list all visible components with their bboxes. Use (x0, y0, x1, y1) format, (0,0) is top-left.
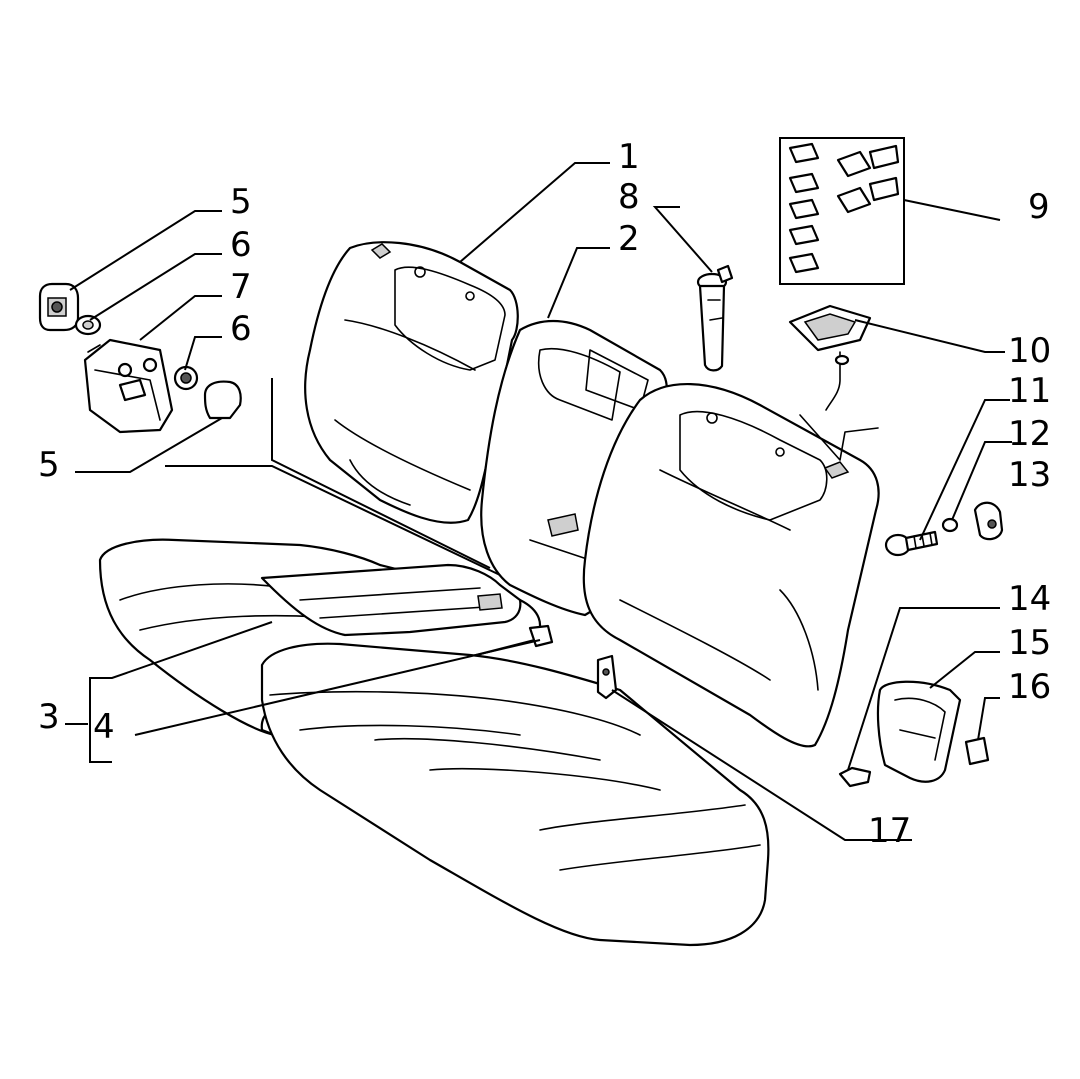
callout-14: 14 (1008, 579, 1051, 619)
left-backrest (304, 241, 519, 524)
callout-6-top: 6 (230, 225, 252, 265)
hinge-assembly (38, 282, 242, 434)
callout-8: 8 (618, 177, 640, 217)
bolt-washer-clip (838, 501, 1004, 788)
callout-4: 4 (93, 707, 115, 747)
callout-6-bottom: 6 (230, 309, 252, 349)
handle-latch (788, 304, 872, 411)
callout-12: 12 (1008, 414, 1051, 454)
armrest (260, 563, 522, 637)
right-backrest (582, 383, 880, 748)
callout-3: 3 (38, 697, 60, 737)
callout-16: 16 (1008, 667, 1051, 707)
callout-15: 15 (1008, 623, 1051, 663)
callout-5-top: 5 (230, 182, 252, 222)
callout-labels: 1 2 3 4 5 5 6 6 7 8 9 10 11 12 13 14 15 … (38, 137, 1051, 851)
callout-2: 2 (618, 219, 640, 259)
key-set-box (779, 137, 905, 285)
callout-10: 10 (1008, 331, 1051, 371)
callout-1: 1 (618, 137, 640, 177)
leader-lines (65, 162, 1012, 841)
lock-cylinder (696, 264, 734, 372)
callout-9: 9 (1028, 187, 1050, 227)
callout-13: 13 (1008, 455, 1051, 495)
callout-11: 11 (1008, 371, 1051, 411)
callout-7: 7 (230, 267, 252, 307)
callout-5-bottom: 5 (38, 445, 60, 485)
callout-17: 17 (868, 811, 911, 851)
